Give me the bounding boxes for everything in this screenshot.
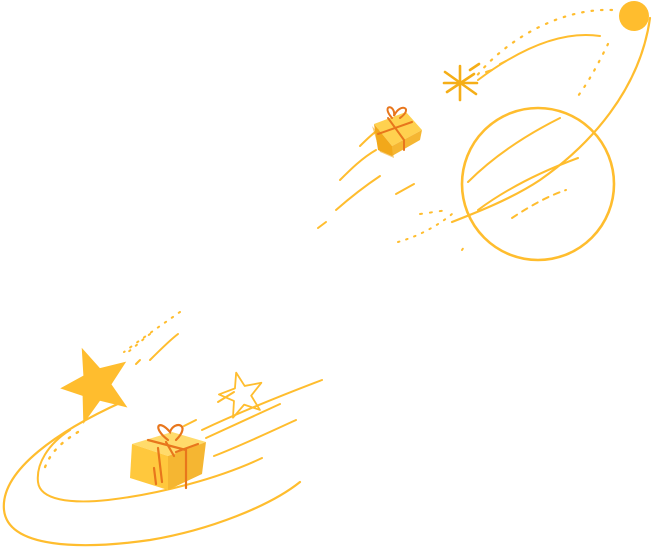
orbit-ring-inner — [477, 34, 601, 81]
speed-lines-top — [317, 129, 467, 251]
planet-stripe — [467, 117, 561, 183]
sun-icon — [619, 1, 649, 31]
orbit-trail-dotted — [473, 8, 614, 80]
star-icon — [60, 347, 128, 424]
speed-lines-dotted — [123, 311, 181, 353]
orbit-dots-bottom — [42, 430, 80, 472]
planet-icon — [460, 106, 616, 262]
speed-lines-bottom — [135, 333, 323, 457]
orbit-trail-dots-inner — [576, 42, 610, 98]
orbit-ring-outer — [450, 16, 652, 224]
orbit-ring-bottom-inner — [36, 429, 263, 503]
gift-box-icon — [130, 423, 206, 490]
sparkle-icon — [442, 62, 481, 102]
motion-dash — [485, 60, 507, 73]
planet-stripe — [477, 157, 579, 211]
planet-stripe — [511, 189, 567, 219]
orbit-ring-bottom — [2, 400, 302, 547]
outline-star-icon — [218, 371, 263, 419]
gift-box-icon — [372, 106, 422, 158]
